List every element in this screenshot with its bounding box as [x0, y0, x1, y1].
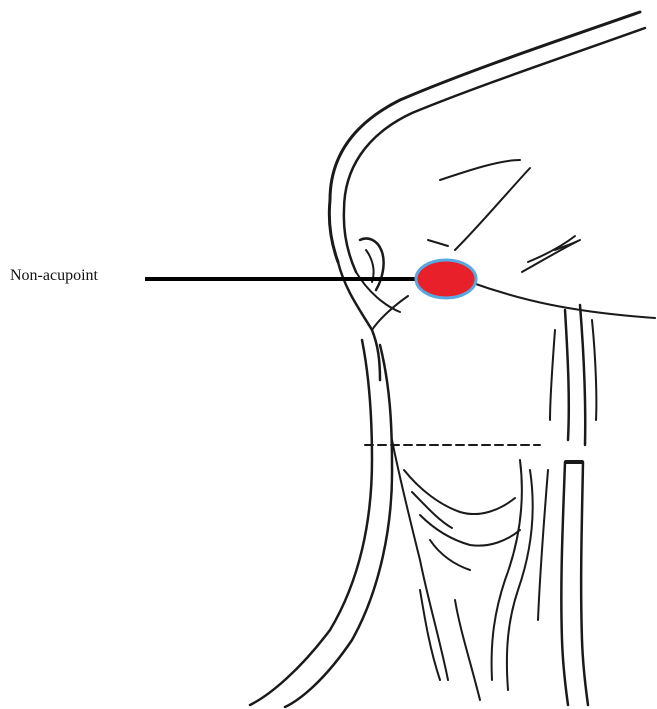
lateral-outline — [538, 305, 596, 705]
axillary-fold — [338, 239, 408, 381]
non-acupoint-marker — [416, 260, 476, 298]
upper-arm-outline — [250, 340, 392, 707]
shoulder-outline — [329, 12, 645, 272]
torso-outline — [392, 440, 533, 700]
non-acupoint-label: Non-acupoint — [10, 266, 98, 286]
